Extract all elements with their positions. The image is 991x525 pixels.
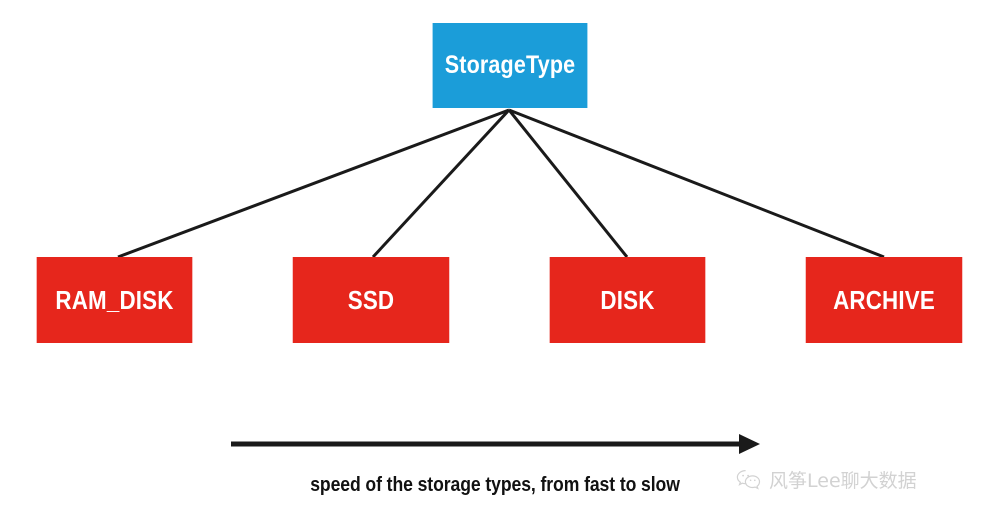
edge-to-ram-disk	[117, 108, 510, 259]
node-storage-type[interactable]: StorageType	[432, 23, 588, 108]
edge-to-ssd	[371, 108, 511, 259]
edge-to-disk	[507, 109, 629, 258]
node-ssd[interactable]: SSD	[292, 257, 450, 343]
node-archive[interactable]: ARCHIVE	[805, 257, 963, 343]
node-ram-disk[interactable]: RAM_DISK	[36, 257, 193, 343]
node-disk-label: DISK	[600, 285, 655, 315]
speed-caption-text: speed of the storage types, from fast to…	[310, 474, 681, 496]
node-ram-disk-label: RAM_DISK	[55, 285, 174, 315]
node-storage-type-label: StorageType	[444, 51, 576, 79]
speed-caption: speed of the storage types, from fast to…	[0, 474, 991, 497]
speed-arrow	[231, 434, 760, 454]
watermark: 风筝Lee聊大数据	[736, 466, 917, 493]
watermark-text: 风筝Lee聊大数据	[769, 470, 917, 492]
node-ssd-label: SSD	[347, 285, 395, 315]
node-archive-label: ARCHIVE	[833, 285, 935, 315]
edge-to-archive	[508, 108, 885, 259]
wechat-icon	[736, 469, 762, 491]
node-disk[interactable]: DISK	[549, 257, 706, 343]
